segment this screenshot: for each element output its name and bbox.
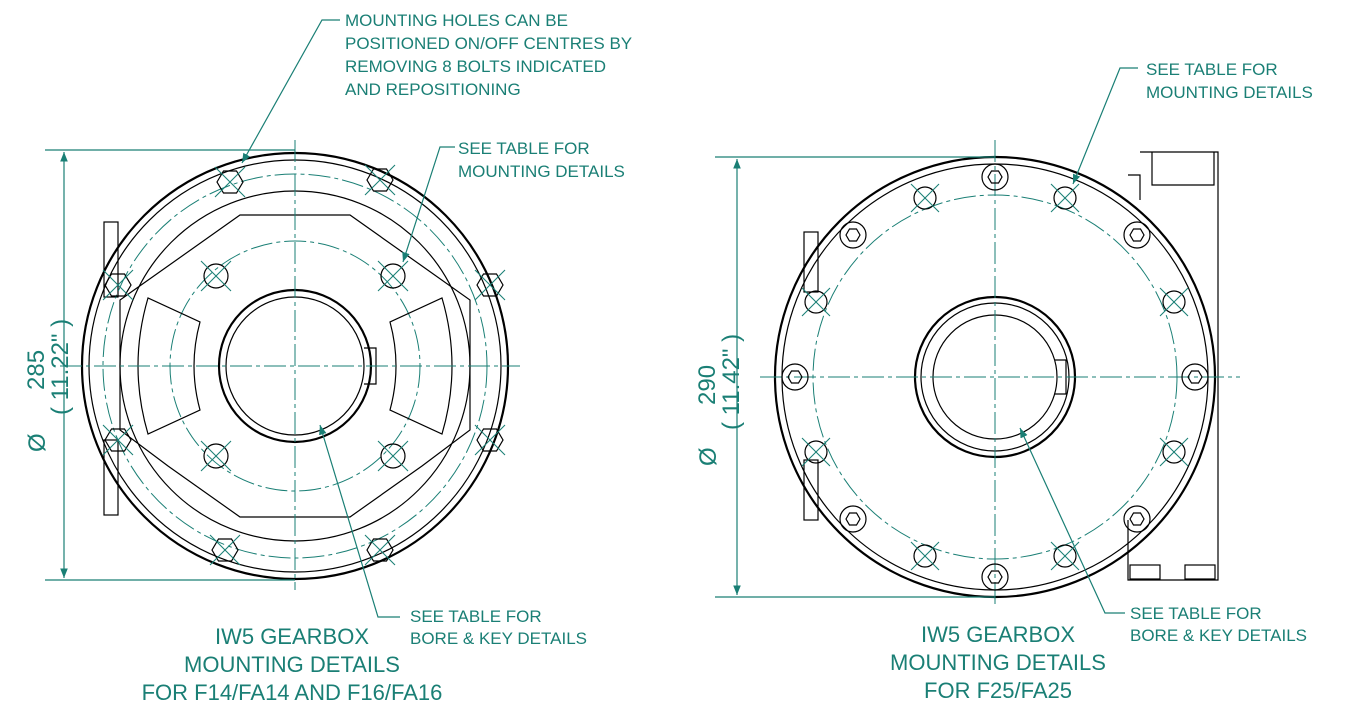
left-note-bore: SEE TABLE FOR BORE & KEY DETAILS <box>410 607 587 648</box>
note-line: MOUNTING DETAILS <box>1146 83 1313 102</box>
outer-bolts <box>102 164 506 566</box>
left-slot <box>137 297 201 435</box>
right-note-table: SEE TABLE FOR MOUNTING DETAILS <box>1146 60 1313 102</box>
note-line: BORE & KEY DETAILS <box>1130 626 1307 645</box>
title-line: FOR F14/FA14 AND F16/FA16 <box>142 680 443 705</box>
housing-edge <box>1128 174 1141 200</box>
note-line: MOUNTING DETAILS <box>458 162 625 181</box>
title-line: MOUNTING DETAILS <box>184 652 400 677</box>
socket-bolts <box>781 163 1209 591</box>
note-line: SEE TABLE FOR <box>1130 604 1262 623</box>
note-line: REMOVING 8 BOLTS INDICATED <box>345 57 606 76</box>
title-line: IW5 GEARBOX <box>921 622 1075 647</box>
note-line: SEE TABLE FOR <box>410 607 542 626</box>
housing-top-block <box>1151 152 1215 186</box>
title-line: IW5 GEARBOX <box>215 624 369 649</box>
right-note-bore: SEE TABLE FOR BORE & KEY DETAILS <box>1130 604 1307 645</box>
boss-plate <box>119 214 471 518</box>
mounting-holes <box>801 183 1189 571</box>
note-line: BORE & KEY DETAILS <box>410 629 587 648</box>
right-gearbox-view: Ø 290 ( 11.42" ) <box>694 67 1240 614</box>
dim-mm: 290 <box>694 365 721 405</box>
leader-bore <box>319 424 400 618</box>
left-note-mounting-holes: MOUNTING HOLES CAN BE POSITIONED ON/OFF … <box>345 11 632 99</box>
side-bolt-block <box>803 459 819 521</box>
diameter-symbol: Ø <box>24 433 51 452</box>
diameter-symbol: Ø <box>695 447 722 466</box>
right-title: IW5 GEARBOX MOUNTING DETAILS FOR F25/FA2… <box>890 622 1106 703</box>
housing-foot <box>1184 564 1216 580</box>
title-line: FOR F25/FA25 <box>924 678 1072 703</box>
dim-mm: 285 <box>23 350 50 390</box>
side-bolt-block <box>103 439 119 516</box>
note-line: SEE TABLE FOR <box>1146 60 1278 79</box>
leader-table <box>1072 67 1138 185</box>
inner-mounting-holes <box>200 260 409 472</box>
title-line: MOUNTING DETAILS <box>890 650 1106 675</box>
left-title: IW5 GEARBOX MOUNTING DETAILS FOR F14/FA1… <box>142 624 443 705</box>
leader-table <box>402 146 455 263</box>
leader-bore <box>1019 427 1125 614</box>
left-note-table: SEE TABLE FOR MOUNTING DETAILS <box>458 139 625 181</box>
note-line: AND REPOSITIONING <box>345 80 521 99</box>
left-gearbox-view: Ø 285 ( 11.22" ) <box>23 19 520 618</box>
note-line: POSITIONED ON/OFF CENTRES BY <box>345 34 632 53</box>
leader-mounting-holes <box>241 19 340 164</box>
note-line: SEE TABLE FOR <box>458 139 590 158</box>
housing-foot <box>1129 564 1161 580</box>
note-line: MOUNTING HOLES CAN BE <box>345 11 568 30</box>
dim-inches: ( 11.42" ) <box>718 334 745 430</box>
dim-inches: ( 11.22" ) <box>47 319 74 415</box>
housing-outline <box>1127 151 1219 581</box>
right-slot <box>389 297 453 435</box>
